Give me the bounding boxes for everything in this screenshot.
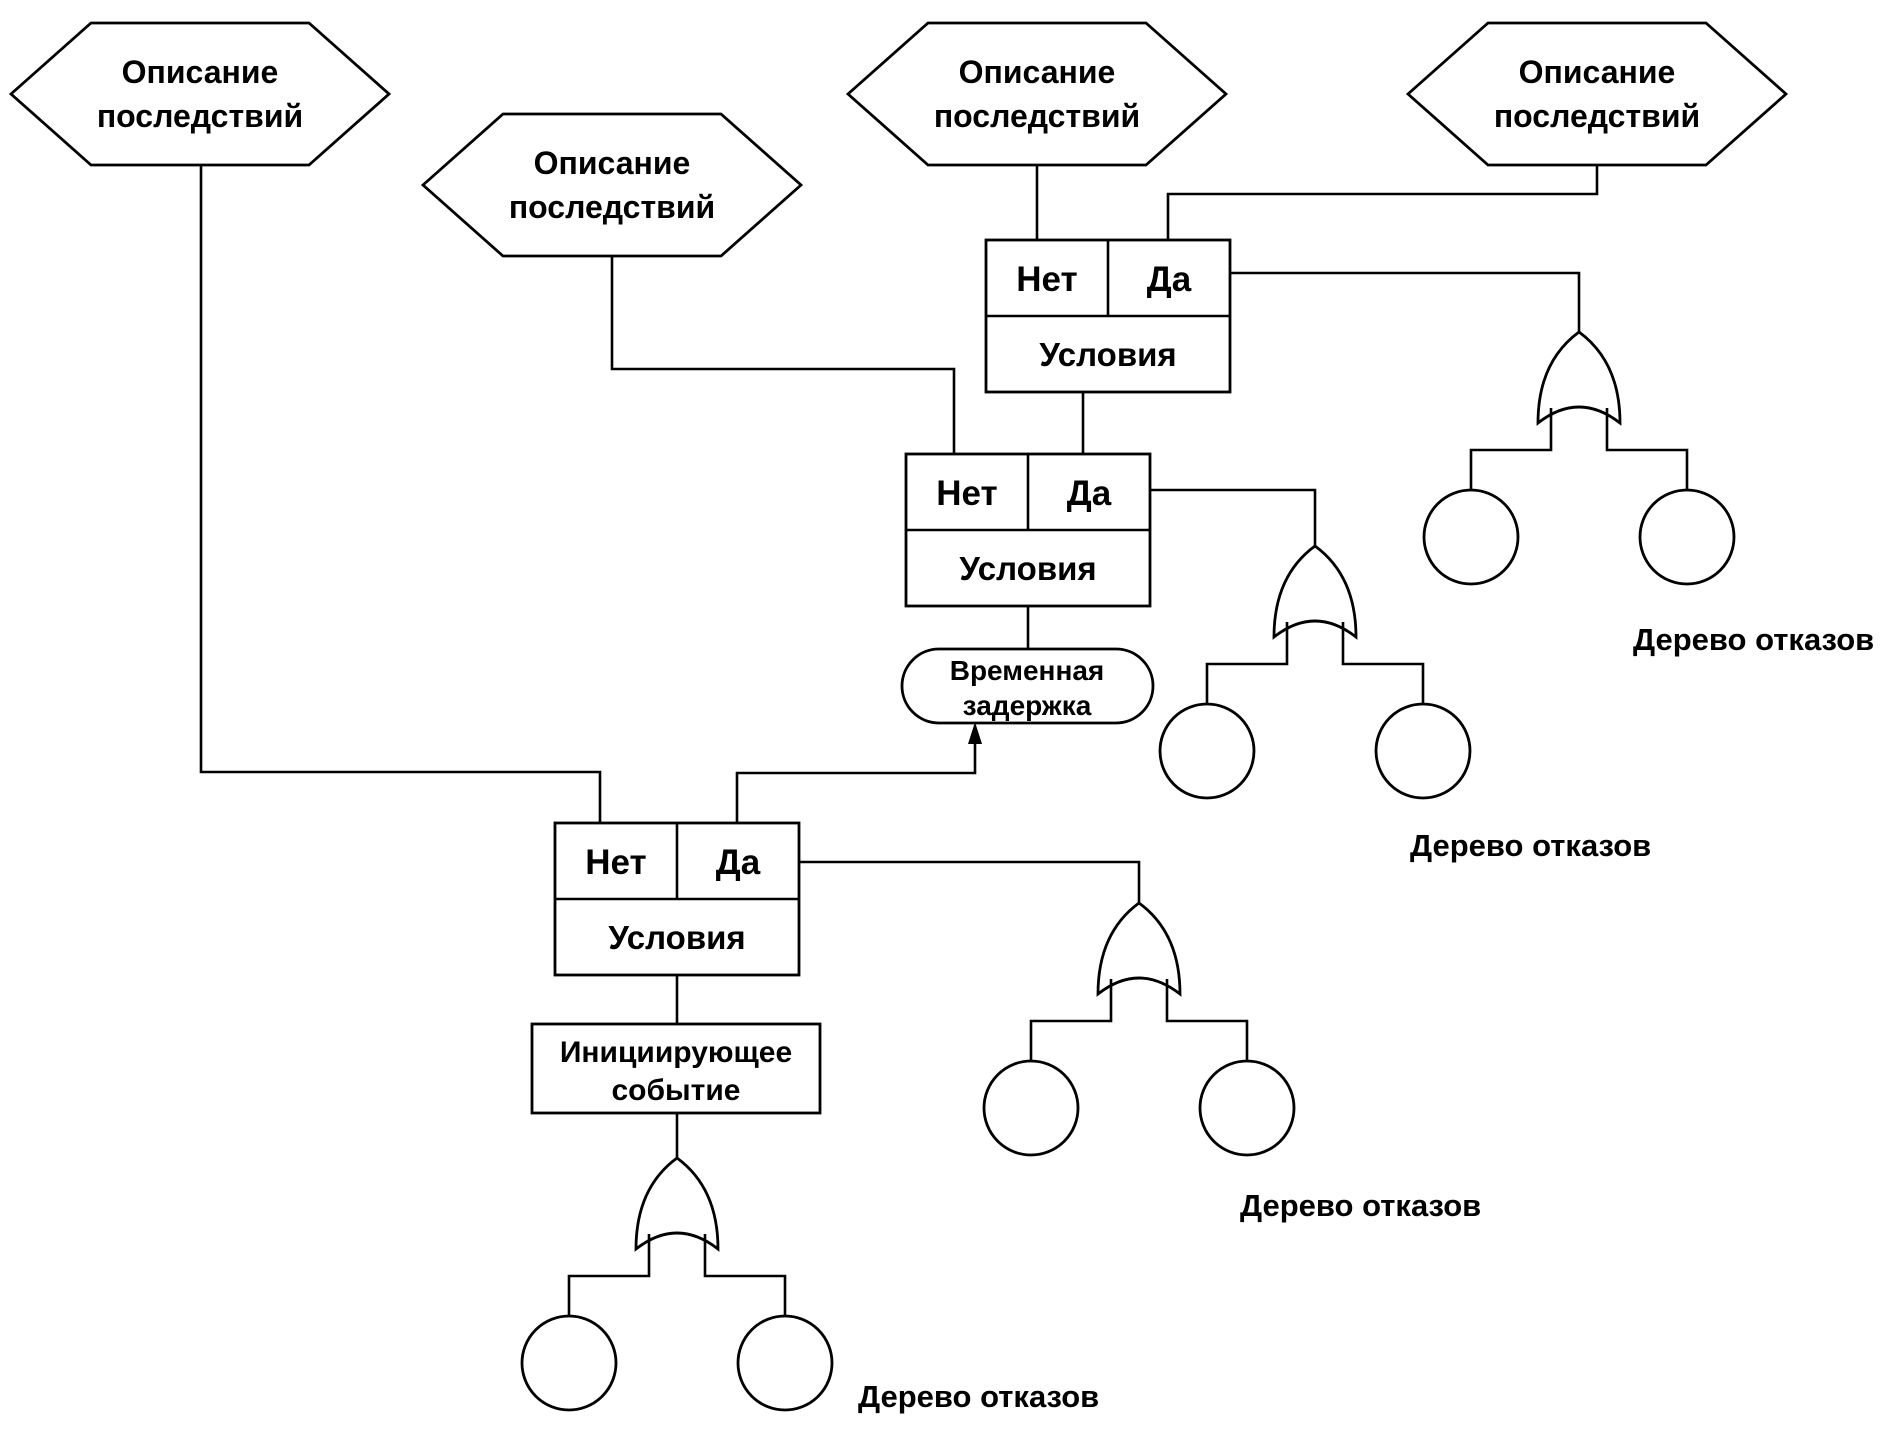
arrow-up-icon — [968, 722, 982, 744]
conditions-label: Условия — [608, 919, 745, 956]
fault-tree-2: Дерево отказов — [1158, 544, 1651, 863]
decision-box-2: Нет Да Условия — [904, 452, 1152, 608]
initiating-event-node: Инициирующее событие — [530, 1022, 822, 1115]
fault-tree-caption: Дерево отказов — [1240, 1188, 1481, 1223]
time-delay-node: Временная задержка — [900, 647, 1155, 725]
basic-event-circle-right — [1638, 488, 1736, 586]
basic-event-circle-right — [1198, 1059, 1296, 1157]
consequence-hexagon-1: Описание последствий — [8, 21, 392, 167]
initiating-event-label-line2: событие — [612, 1074, 741, 1107]
basic-event-circle-left — [520, 1314, 618, 1412]
connectors — [199, 165, 1599, 1158]
or-gate-icon — [634, 1156, 720, 1252]
connector-box3-to-gate3 — [799, 860, 1141, 903]
fault-tree-1: Дерево отказов — [1422, 330, 1874, 657]
time-delay-shape — [900, 647, 1155, 725]
conditions-label: Условия — [959, 550, 1096, 587]
or-gate-icon — [1272, 544, 1358, 640]
gate-right-branch — [703, 1234, 787, 1316]
fault-tree-caption: Дерево отказов — [1633, 622, 1874, 657]
fault-tree-3: Дерево отказов — [982, 901, 1481, 1223]
consequence-label-line1: Описание — [122, 54, 279, 90]
basic-event-circle-left — [1422, 488, 1520, 586]
basic-event-circle-left — [982, 1059, 1080, 1157]
or-gate-icon — [1096, 901, 1182, 997]
time-delay-label-line1: Временная — [950, 655, 1105, 686]
consequence-label-line2: последствий — [97, 98, 303, 134]
time-delay-label-line2: задержка — [963, 690, 1092, 721]
fault-tree-caption: Дерево отказов — [858, 1379, 1099, 1414]
consequence-hexagon-4: Описание последствий — [1405, 21, 1789, 167]
fault-tree-4: Дерево отказов — [520, 1156, 1099, 1414]
consequence-label-line1: Описание — [534, 145, 691, 181]
consequence-label-line2: последствий — [1494, 98, 1700, 134]
hexagon-shape — [420, 112, 804, 258]
conditions-label: Условия — [1039, 336, 1176, 373]
basic-event-circle-right — [1374, 702, 1472, 800]
basic-event-circle-right — [736, 1314, 834, 1412]
or-gate-icon — [1536, 330, 1622, 426]
consequence-hexagon-3: Описание последствий — [845, 21, 1229, 167]
no-cell-label: Нет — [585, 843, 646, 882]
gate-left-branch — [1469, 408, 1553, 490]
consequence-label-line1: Описание — [959, 54, 1116, 90]
decision-box-1: Нет Да Условия — [984, 238, 1232, 394]
gate-right-branch — [1165, 979, 1249, 1061]
basic-event-circle-left — [1158, 702, 1256, 800]
consequence-label-line1: Описание — [1519, 54, 1676, 90]
no-cell-label: Нет — [936, 474, 997, 513]
connector-box2-to-gate2 — [1150, 488, 1317, 546]
decision-box-3: Нет Да Условия — [553, 821, 801, 977]
hexagon-shape — [8, 21, 392, 167]
yes-cell-label: Да — [1067, 474, 1112, 513]
connector-hex2-to-box2 — [610, 256, 956, 454]
gate-right-branch — [1605, 408, 1689, 490]
hexagon-shape — [845, 21, 1229, 167]
consequence-label-line2: последствий — [509, 189, 715, 225]
yes-cell-label: Да — [716, 843, 761, 882]
initiating-event-label-line1: Инициирующее — [560, 1036, 792, 1069]
connector-box1-to-gate1 — [1230, 271, 1581, 332]
gate-right-branch — [1341, 622, 1425, 704]
connector-hex4-to-box1 — [1166, 165, 1599, 240]
gate-left-branch — [1029, 979, 1113, 1061]
fault-tree-caption: Дерево отказов — [1410, 828, 1651, 863]
gate-left-branch — [567, 1234, 651, 1316]
hexagon-shape — [1405, 21, 1789, 167]
consequence-label-line2: последствий — [934, 98, 1140, 134]
consequence-hexagon-2: Описание последствий — [420, 112, 804, 258]
no-cell-label: Нет — [1016, 260, 1077, 299]
gate-left-branch — [1205, 622, 1289, 704]
connector-box3-to-delay — [735, 740, 977, 823]
connector-hex1-to-box3 — [199, 165, 602, 823]
initiating-event-shape — [530, 1022, 822, 1115]
yes-cell-label: Да — [1147, 260, 1192, 299]
